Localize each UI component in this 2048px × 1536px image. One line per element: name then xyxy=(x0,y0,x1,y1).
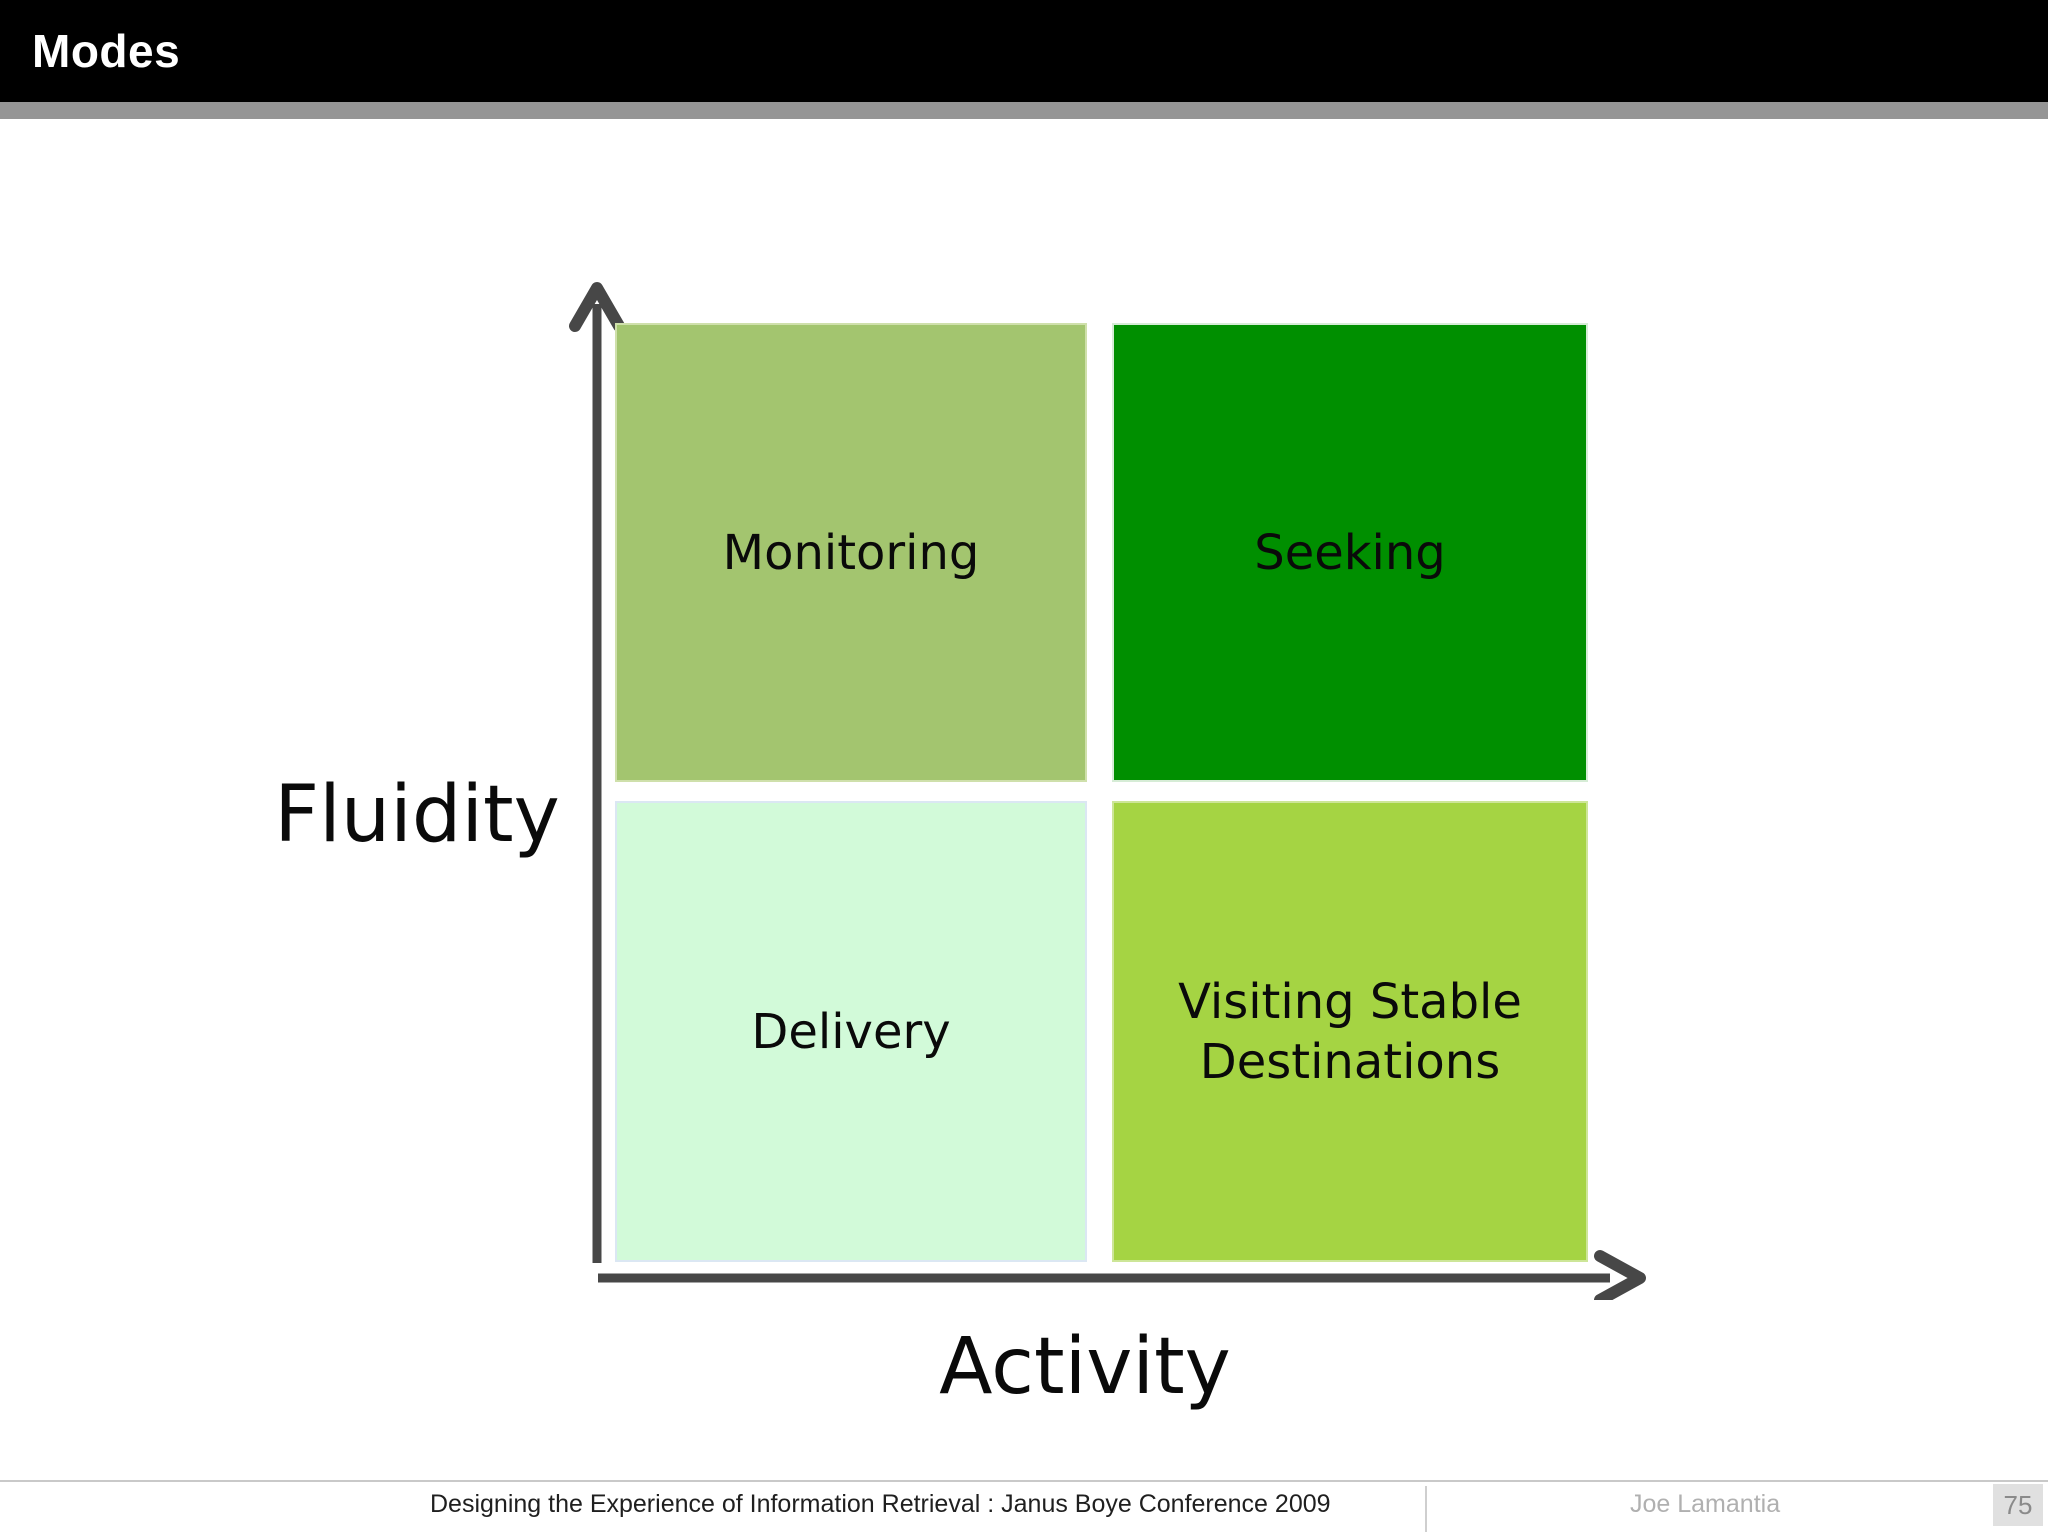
slide-title: Modes xyxy=(32,25,181,77)
x-axis-arrowhead-icon xyxy=(1594,1250,1646,1300)
footer-divider xyxy=(1425,1486,1427,1532)
quadrant-seeking: Seeking xyxy=(1112,323,1588,782)
quadrant-delivery-label: Delivery xyxy=(751,1003,951,1060)
quadrant-monitoring-label: Monitoring xyxy=(722,524,980,581)
quadrant-monitoring: Monitoring xyxy=(615,323,1087,782)
page-number-badge: 75 xyxy=(1993,1484,2043,1526)
footer-author: Joe Lamantia xyxy=(1630,1490,1781,1518)
quadrant-visiting-stable-destinations-label: Visiting Stable Destinations xyxy=(1178,973,1522,1090)
quadrant-visiting-stable-destinations: Visiting Stable Destinations xyxy=(1112,801,1588,1262)
y-axis-arrowhead-icon xyxy=(569,282,625,332)
footer-rule xyxy=(0,1480,2048,1482)
x-axis-label: Activity xyxy=(939,1322,1231,1412)
axes xyxy=(569,282,1646,1300)
quadrant-seeking-label: Seeking xyxy=(1254,524,1446,581)
y-axis-label: Fluidity xyxy=(274,770,560,860)
header-stripe xyxy=(0,102,2048,119)
quadrant-delivery: Delivery xyxy=(615,801,1087,1262)
footer-presentation-title: Designing the Experience of Information … xyxy=(430,1490,1331,1518)
header-bar: Modes xyxy=(0,0,2048,102)
